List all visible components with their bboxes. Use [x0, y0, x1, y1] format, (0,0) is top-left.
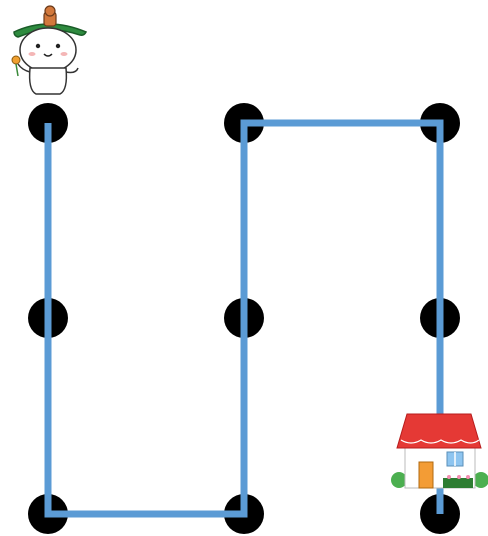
- house-icon: [391, 414, 488, 488]
- drawn-path: [48, 123, 440, 514]
- mascot-character-icon: [12, 6, 86, 94]
